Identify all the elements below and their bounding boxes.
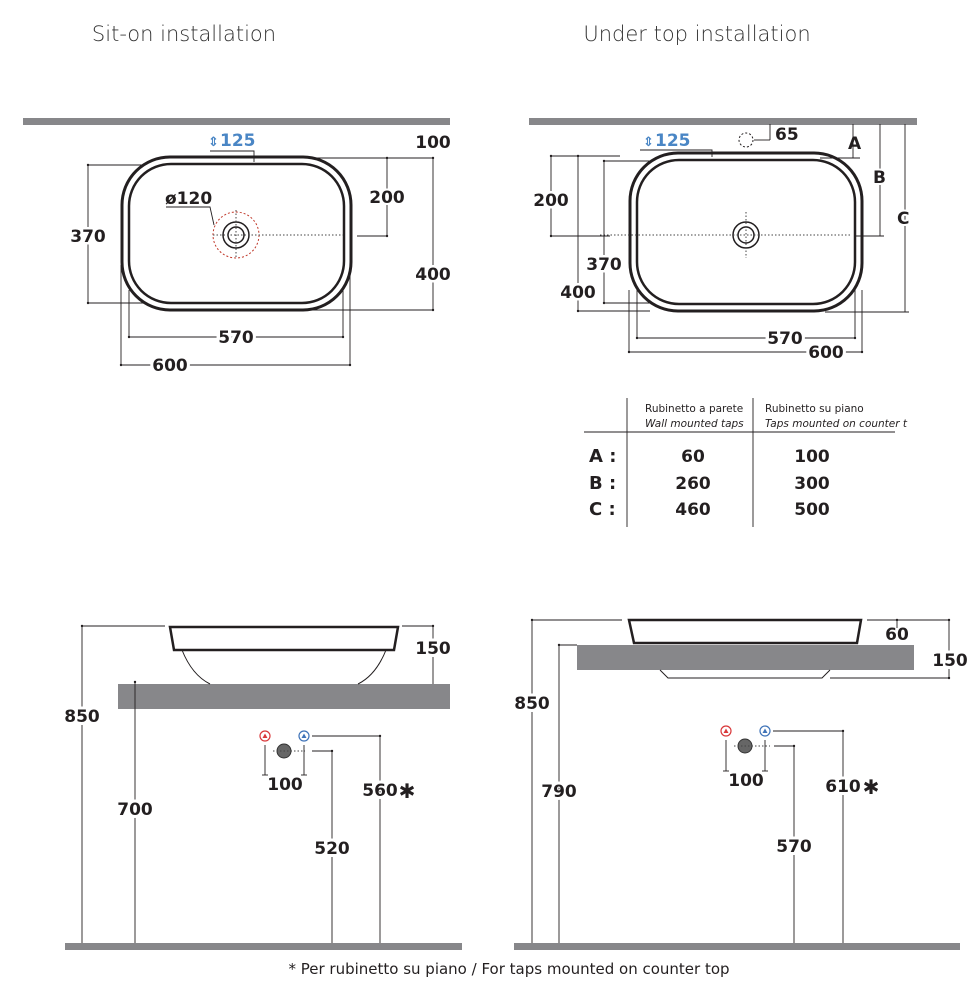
tap-hole-icon: ⇕	[208, 135, 219, 150]
row-label: A :	[589, 446, 616, 467]
sit-on-plan-view: ⇕ 125 ø120 100 200 400 370 570 600	[23, 118, 453, 379]
center-to-wall-dim: 200	[533, 191, 569, 211]
footnote: * Per rubinetto su piano / For taps moun…	[288, 960, 729, 978]
rim-dim: 60	[885, 625, 909, 645]
tap-spacing-dim: 100	[267, 775, 303, 795]
depth-outer-dim: 400	[415, 265, 451, 285]
table-row: B : 260 300	[589, 473, 830, 494]
label-a: A	[848, 134, 862, 154]
cell-counter: 300	[794, 474, 830, 494]
row-label: C :	[589, 499, 616, 520]
countertop	[118, 684, 450, 709]
width-inner-dim: 570	[218, 328, 254, 348]
depth-inner-dim: 370	[70, 227, 106, 247]
wall-distance-dim: 100	[415, 133, 451, 153]
wall	[529, 118, 917, 125]
depth-inner-dim: 370	[586, 255, 622, 275]
drain-height-dim: 570	[776, 837, 812, 857]
tap-hole-dim: 125	[220, 131, 256, 151]
col-header-counter-en: Taps mounted on counter t	[765, 418, 908, 430]
basin-height-dim: 150	[415, 639, 451, 659]
sit-on-elevation-view: 850 150 700 100 560 ✱ 520	[61, 624, 462, 950]
cell-wall: 460	[675, 500, 711, 520]
width-outer-dim: 600	[152, 356, 188, 376]
basin-height-dim: 150	[932, 651, 968, 671]
asterisk-icon: ✱	[863, 775, 880, 799]
wall	[23, 118, 450, 125]
row-label: B :	[589, 473, 616, 494]
drain-height-dim: 520	[314, 839, 350, 859]
width-inner-dim: 570	[767, 329, 803, 349]
floor	[65, 943, 462, 950]
basin-outline	[628, 151, 864, 313]
width-outer-dim: 600	[808, 343, 844, 363]
basin-side	[168, 625, 400, 652]
under-top-plan-view: 65 ⇕ 125 A B C 200 370 400 570 600	[529, 118, 917, 366]
table-row: C : 460 500	[589, 499, 830, 520]
counter-height-dim: 700	[117, 800, 153, 820]
total-height-dim: 850	[514, 694, 550, 714]
col-header-wall-en: Wall mounted taps	[645, 418, 744, 430]
counter-height-dim: 790	[541, 782, 577, 802]
tap-hole-icon	[738, 132, 754, 148]
label-c: C	[897, 209, 909, 229]
total-height-dim: 850	[64, 707, 100, 727]
under-top-title: Under top installation	[583, 22, 810, 46]
center-to-wall-dim: 200	[369, 188, 405, 208]
cell-wall: 60	[681, 447, 705, 467]
table-row: A : 60 100	[589, 446, 830, 467]
cell-counter: 100	[794, 447, 830, 467]
drain-diameter-dim: ø120	[165, 189, 212, 209]
cell-counter: 500	[794, 500, 830, 520]
basin-side	[627, 618, 863, 645]
tap-hole-dim: 125	[655, 131, 691, 151]
label-b: B	[873, 168, 886, 188]
basin-outline	[120, 155, 353, 312]
tap-height-dim: 560	[362, 781, 398, 801]
cell-wall: 260	[675, 474, 711, 494]
tap-height-dim: 610	[825, 777, 861, 797]
tap-spacing-dim: 100	[728, 771, 764, 791]
col-header-counter: Rubinetto su piano	[765, 403, 864, 415]
tap-wall-dim: 65	[775, 125, 799, 145]
under-top-elevation-view: 850 60 150 790 100 610 ✱ 570	[511, 618, 971, 950]
col-header-wall: Rubinetto a parete	[645, 403, 743, 415]
depth-outer-dim: 400	[560, 283, 596, 303]
floor	[514, 943, 960, 950]
countertop	[577, 645, 914, 670]
sit-on-title: Sit-on installation	[92, 22, 276, 46]
tap-hole-arrow-icon: ⇕	[643, 135, 654, 150]
asterisk-icon: ✱	[399, 779, 416, 803]
tap-distance-table: Rubinetto a parete Wall mounted taps Rub…	[584, 398, 908, 527]
